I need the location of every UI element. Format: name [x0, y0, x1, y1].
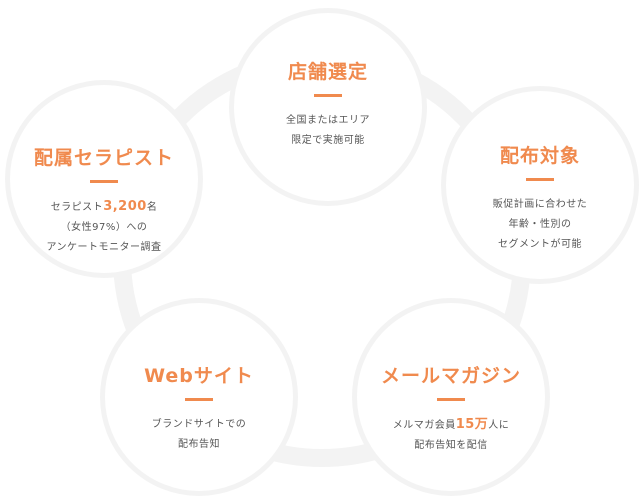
desc-text: 人に: [488, 420, 510, 431]
node-therapists: 配属セラピスト セラピスト3,200名 （女性97%）への アンケートモニター調…: [5, 80, 203, 278]
highlight-number: 15万: [455, 417, 489, 432]
desc-line: 配布告知: [178, 439, 220, 450]
desc-line: ブランドサイトでの: [151, 419, 247, 430]
desc-line: メルマガ会員15万人に: [357, 415, 545, 436]
desc-line: 限定で実施可能: [291, 135, 365, 146]
accent-bar: [437, 398, 465, 401]
desc-text: セラピスト: [50, 202, 104, 213]
desc-line: 全国またはエリア: [286, 115, 370, 126]
node-title: 店舗選定: [287, 61, 368, 83]
desc-line: （女性97%）への: [60, 222, 148, 233]
desc-line: アンケートモニター調査: [46, 242, 162, 253]
node-mail-magazine: メールマガジン メルマガ会員15万人に 配布告知を配信: [352, 298, 550, 496]
desc-text: 名: [146, 202, 158, 213]
node-description: 全国またはエリア 限定で実施可能: [234, 111, 422, 151]
node-website: Webサイト ブランドサイトでの 配布告知: [100, 298, 298, 496]
node-title: Webサイト: [144, 365, 254, 387]
desc-line: セグメントが可能: [498, 239, 582, 250]
node-description: 販促計画に合わせた 年齢・性別の セグメントが可能: [446, 195, 634, 255]
desc-line: セラピスト3,200名: [10, 197, 198, 218]
node-description: セラピスト3,200名 （女性97%）への アンケートモニター調査: [10, 197, 198, 258]
node-description: メルマガ会員15万人に 配布告知を配信: [357, 415, 545, 456]
node-distribution-target: 配布対象 販促計画に合わせた 年齢・性別の セグメントが可能: [441, 86, 639, 284]
node-title: 配属セラピスト: [33, 147, 174, 169]
node-title: 配布対象: [499, 145, 580, 167]
accent-bar: [90, 180, 118, 183]
node-title: メールマガジン: [380, 365, 521, 387]
desc-line: 配布告知を配信: [414, 440, 488, 451]
node-description: ブランドサイトでの 配布告知: [105, 415, 293, 455]
desc-text: メルマガ会員: [392, 420, 456, 431]
desc-line: 年齢・性別の: [508, 219, 572, 230]
node-store-selection: 店舗選定 全国またはエリア 限定で実施可能: [229, 8, 427, 206]
desc-line: 販促計画に合わせた: [492, 199, 588, 210]
accent-bar: [314, 94, 342, 97]
accent-bar: [526, 178, 554, 181]
accent-bar: [185, 398, 213, 401]
highlight-number: 3,200: [103, 199, 147, 214]
